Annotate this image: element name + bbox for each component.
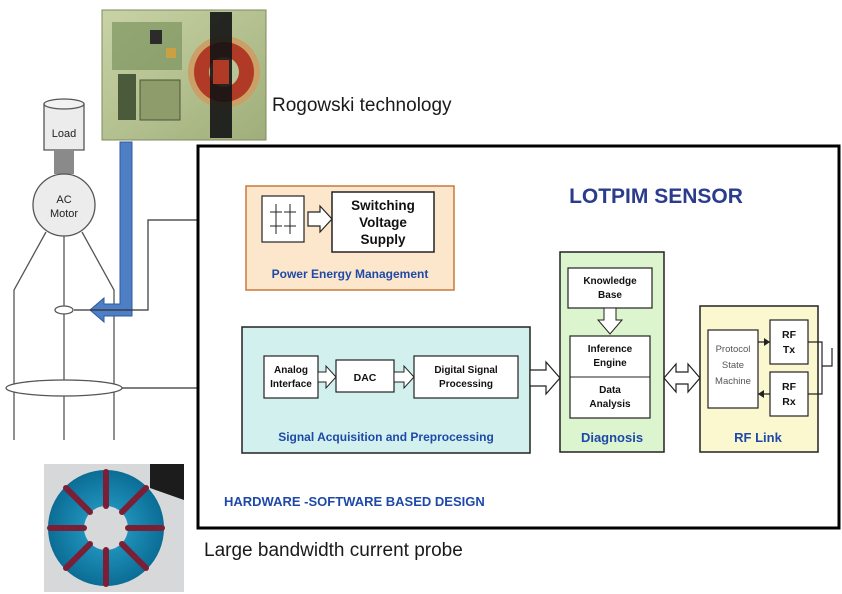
motor-sketch (5, 98, 123, 440)
design-footer: HARDWARE -SOFTWARE BASED DESIGN (224, 494, 485, 509)
acq-to-diagnosis-arrow (529, 360, 561, 396)
power-management-block (245, 185, 455, 291)
ac-label: AC (56, 194, 71, 206)
da-line-1: Data (599, 385, 621, 396)
supply-line-1: Switching (351, 198, 415, 213)
current-probe-photo (44, 464, 184, 592)
motor-label: Motor (50, 208, 78, 220)
supply-line-2: Voltage (359, 215, 407, 230)
tx-line-2: Tx (783, 344, 795, 356)
probe-caption: Large bandwidth current probe (204, 540, 463, 561)
psm-line-2: State (722, 360, 744, 371)
acquisition-label: Signal Acquisition and Preprocessing (278, 430, 494, 444)
psm-line-3: Machine (715, 376, 751, 387)
rf-link-block (699, 305, 833, 453)
protocol-state-machine-box (707, 329, 759, 409)
analog-interface-box (263, 355, 319, 399)
dsp-box (413, 355, 519, 399)
kb-line-2: Base (598, 290, 622, 301)
psm-line-1: Protocol (716, 344, 751, 355)
rf-tx-box (769, 319, 809, 365)
kb-line-1: Knowledge (583, 276, 637, 287)
knowledge-base-box (567, 267, 653, 309)
dsp-line-2: Processing (439, 379, 493, 390)
rogowski-caption: Rogowski technology (272, 95, 452, 116)
rogowski-board-photo (101, 9, 267, 141)
signal-acquisition-block (241, 326, 531, 454)
analog-line-2: Interface (270, 379, 312, 390)
diagnosis-block (559, 251, 665, 453)
ie-line-1: Inference (588, 344, 633, 355)
switching-supply-box (331, 191, 435, 253)
load-label: Load (52, 128, 76, 140)
dsp-line-1: Digital Signal (434, 365, 498, 376)
diagnosis-label: Diagnosis (581, 430, 643, 445)
analog-line-1: Analog (274, 365, 308, 376)
sensor-title: LOTPIM SENSOR (569, 185, 743, 208)
rf-label: RF Link (734, 430, 782, 445)
tx-line-1: RF (782, 329, 797, 341)
rf-rx-box (769, 371, 809, 417)
transformer-icon (261, 195, 305, 243)
ie-line-2: Engine (593, 358, 627, 369)
rx-line-1: RF (782, 381, 797, 393)
da-line-2: Analysis (589, 399, 631, 410)
power-label: Power Energy Management (272, 267, 429, 281)
supply-line-3: Supply (360, 232, 405, 247)
dac-label: DAC (354, 372, 377, 384)
rx-line-2: Rx (782, 396, 796, 408)
rogowski-arrow (89, 141, 133, 324)
